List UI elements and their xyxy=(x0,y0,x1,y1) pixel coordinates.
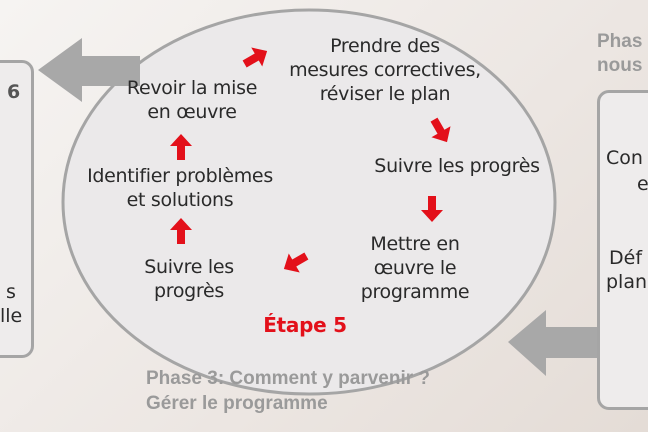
right-box-line: plan xyxy=(606,271,648,293)
right-phase-title: Phas nous xyxy=(597,30,642,78)
red-arrow-icon xyxy=(170,134,192,160)
label-line: Mettre en xyxy=(370,233,460,255)
step-identifier: Identifier problèmes et solutions xyxy=(87,164,273,212)
right-phase-box xyxy=(597,90,648,410)
step-mettre: Mettre en œuvre le programme xyxy=(361,232,470,304)
label-line: Suivre les xyxy=(144,256,234,278)
right-box-line: Déf xyxy=(609,247,643,269)
red-arrow-icon xyxy=(421,196,443,222)
step-number-label: Étape 5 xyxy=(263,313,347,337)
label-line: mesures correctives, xyxy=(289,59,481,81)
label-line: Prendre des xyxy=(330,35,440,57)
step-suivre-left: Suivre les progrès xyxy=(144,255,234,303)
gray-arrow-left-top xyxy=(38,38,140,102)
phase-caption: Phase 3: Comment y parvenir ? Gérer le p… xyxy=(146,366,430,416)
right-box-line: Con xyxy=(606,147,643,169)
left-box-number: 6 xyxy=(7,81,21,103)
label-line: en œuvre xyxy=(147,101,237,123)
left-box-line: s xyxy=(6,281,16,303)
red-arrow-icon xyxy=(242,47,268,68)
caption-line: Phase 3: Comment y parvenir ? xyxy=(146,368,431,389)
label-line: et solutions xyxy=(126,189,234,211)
red-arrow-icon xyxy=(430,117,451,143)
red-arrow-icon xyxy=(283,252,309,273)
gray-arrow-left-bottom xyxy=(508,310,600,376)
label-line: programme xyxy=(360,281,470,303)
step-suivre-right: Suivre les progrès xyxy=(374,155,540,177)
label-line: progrès xyxy=(153,280,225,302)
left-box-line: lle xyxy=(0,305,23,327)
label-line: réviser le plan xyxy=(319,83,451,105)
caption-line: Gérer le programme xyxy=(146,393,328,414)
red-arrows xyxy=(170,47,451,273)
label-line: Revoir la mise xyxy=(126,77,258,99)
step-prendre: Prendre des mesures correctives, réviser… xyxy=(289,34,481,106)
step-revoir: Revoir la mise en œuvre xyxy=(127,76,257,124)
red-arrow-icon xyxy=(170,218,192,244)
left-phase-box xyxy=(0,60,34,358)
label-line: Identifier problèmes xyxy=(87,165,273,187)
right-title-line: Phas xyxy=(597,31,643,52)
right-title-line: nous xyxy=(597,55,643,76)
right-box-line: e xyxy=(637,173,648,195)
label-line: œuvre le xyxy=(373,257,457,279)
cycle-ellipse xyxy=(61,8,557,396)
